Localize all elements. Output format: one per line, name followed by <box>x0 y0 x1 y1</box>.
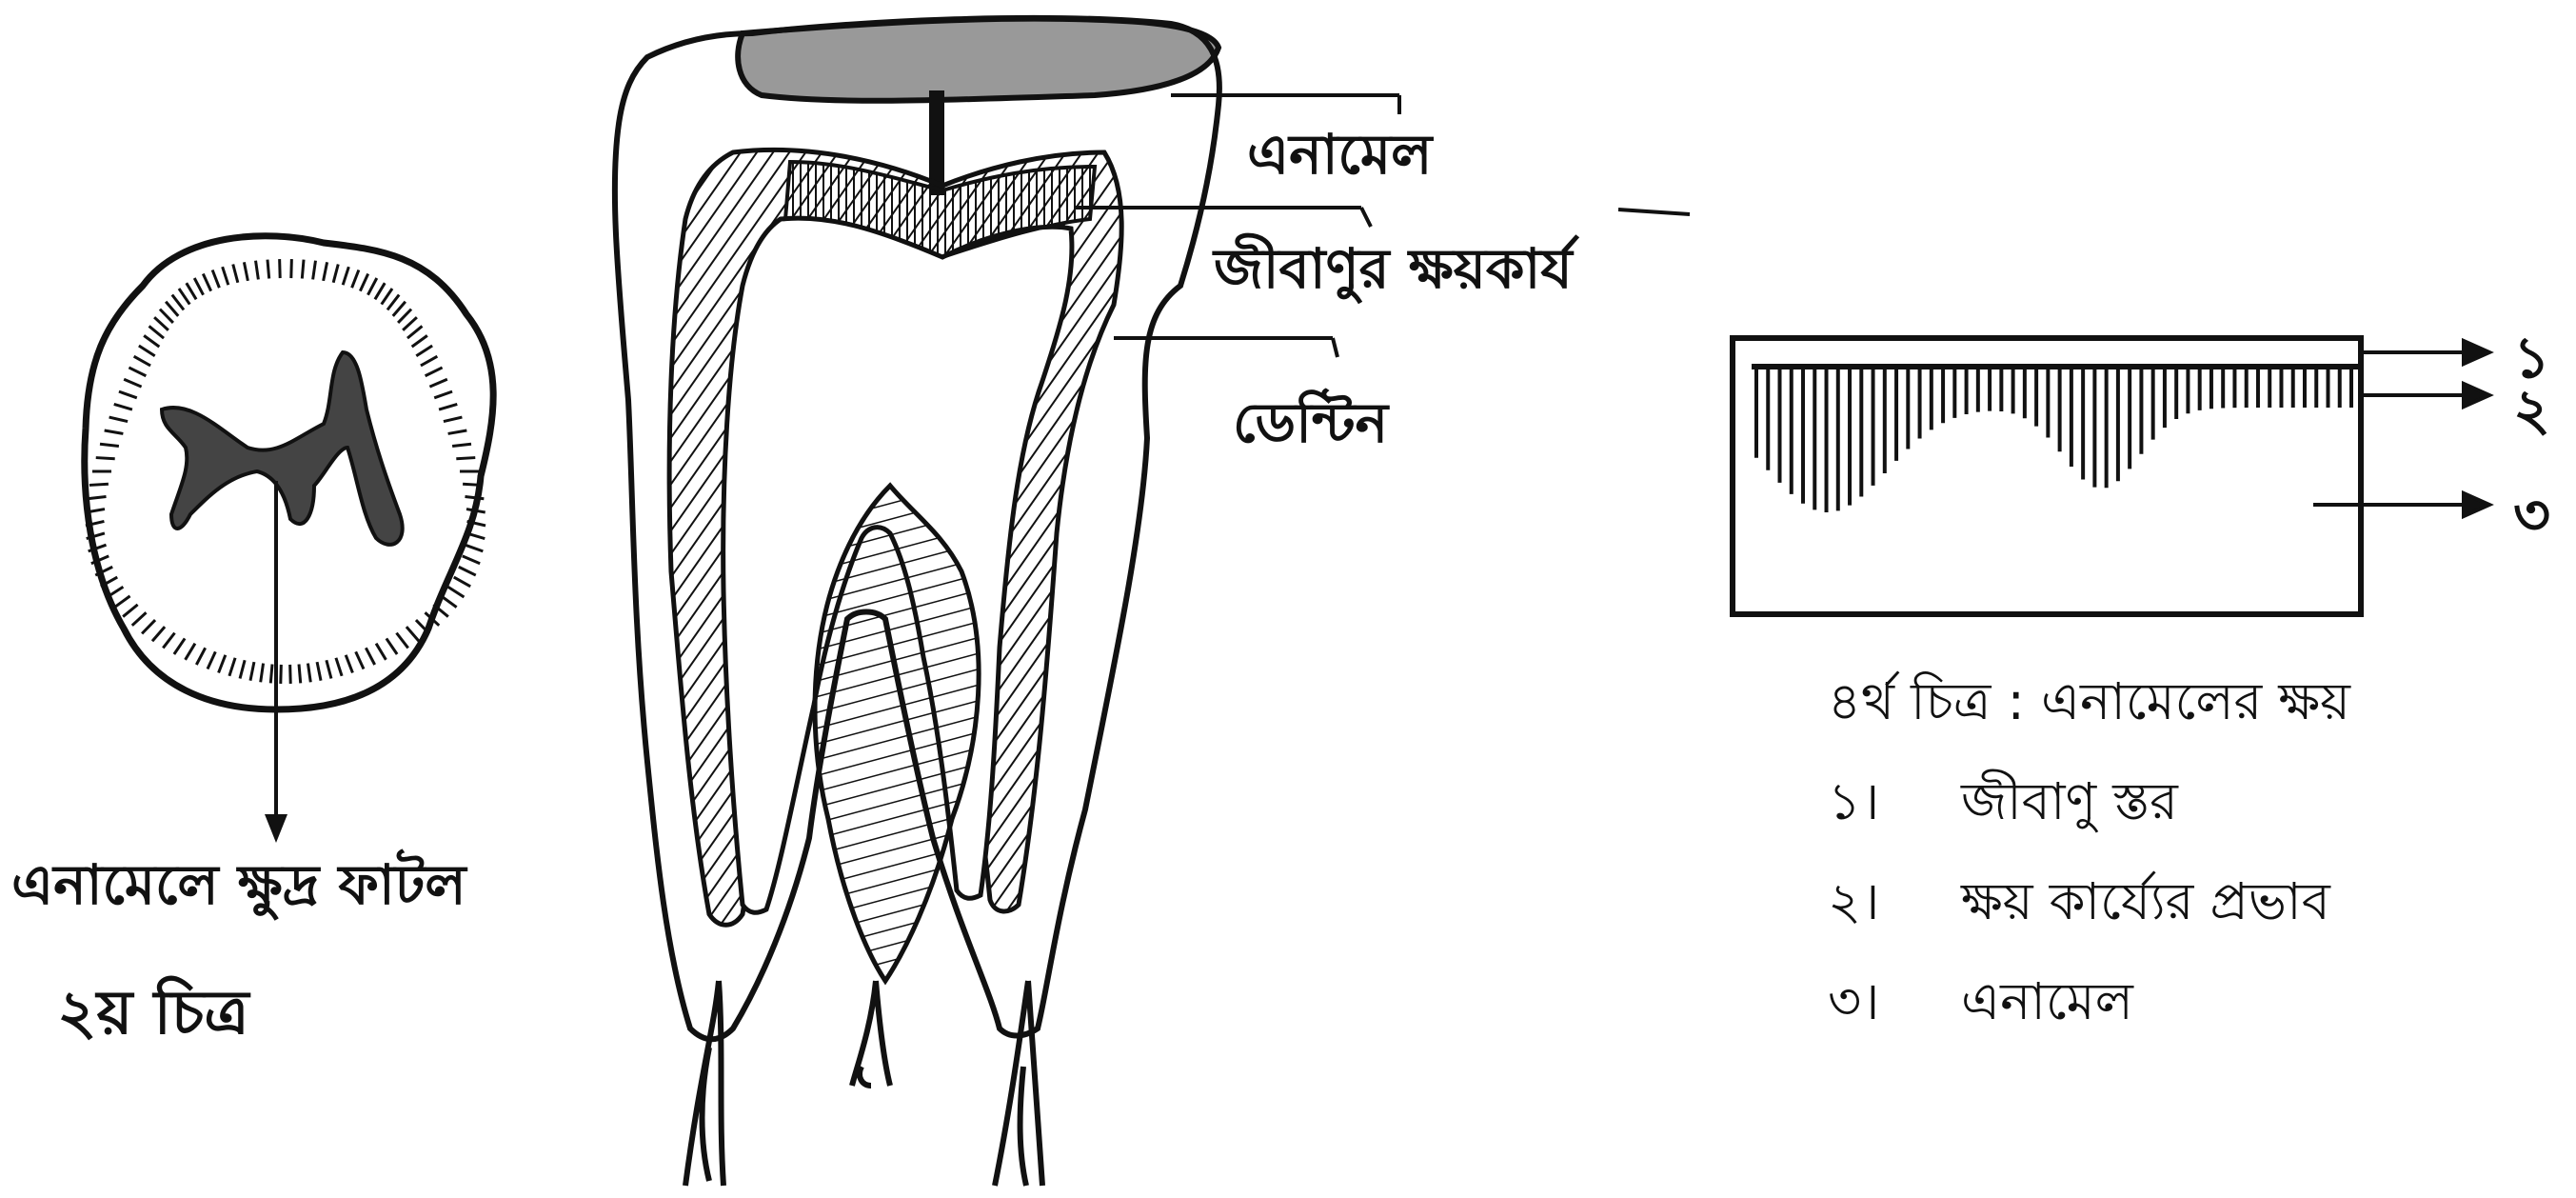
legend-number: ১। <box>1828 762 1879 848</box>
figure4-caption: ৪র্থ চিত্র : এনামেলের ক্ষয় <box>1828 662 2350 748</box>
marker-2: ২ <box>2513 367 2550 462</box>
legend-number: ৩। <box>1828 962 1879 1048</box>
legend-text: জীবাণু স্তর <box>1961 762 2178 848</box>
legend-text: এনামেল <box>1961 962 2133 1048</box>
legend-number: ২। <box>1828 862 1879 948</box>
marker-3: ৩ <box>2513 471 2550 567</box>
legend-text: ক্ষয় কার্য্যের প্রভাব <box>1961 862 2330 948</box>
